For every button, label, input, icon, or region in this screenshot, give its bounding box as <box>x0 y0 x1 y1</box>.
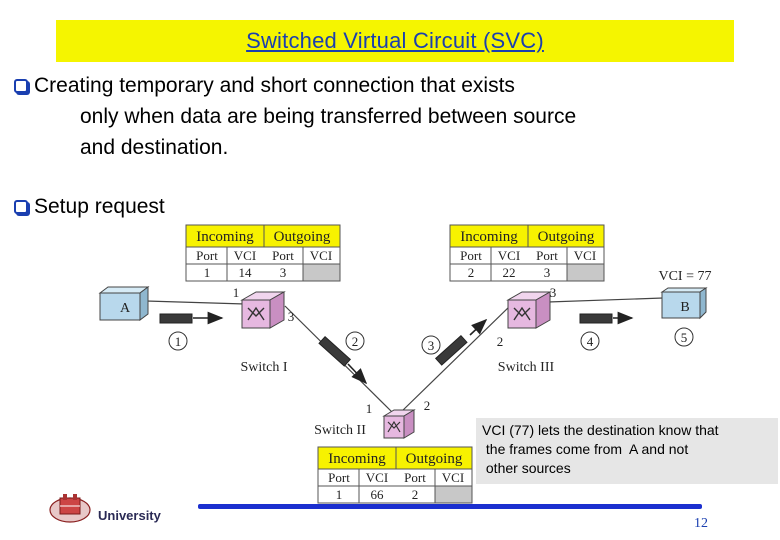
port-s2-in: 1 <box>366 401 373 416</box>
title-bar: Switched Virtual Circuit (SVC) <box>56 20 734 62</box>
table-blank-cell <box>434 485 473 504</box>
frame-4 <box>579 311 634 325</box>
step-circle-5: 5 <box>674 327 694 347</box>
col-vci: VCI <box>442 470 464 485</box>
bullet-text-line2: only when data are being transferred bet… <box>80 105 577 128</box>
step-number: 3 <box>428 338 435 353</box>
port-s3-out: 3 <box>550 285 557 300</box>
table-blank-cell <box>566 263 605 282</box>
bullet-setup: Setup request <box>14 191 165 222</box>
frame-3 <box>434 318 488 366</box>
col-port: Port <box>328 470 350 485</box>
port-s2-out: 2 <box>424 398 431 413</box>
cell-in-port: 2 <box>468 265 475 280</box>
switch3 <box>506 291 552 329</box>
col-port: Port <box>196 248 218 263</box>
footer-divider <box>198 504 702 509</box>
col-vci: VCI <box>234 248 256 263</box>
header-outgoing: Outgoing <box>274 229 331 245</box>
bullet-text-line1: Creating temporary and short connection … <box>34 74 515 97</box>
switch2-table: Incoming Outgoing Port VCI Port VCI 1 66… <box>317 446 473 504</box>
cell-in-vci: 66 <box>371 487 385 502</box>
slide-title: Switched Virtual Circuit (SVC) <box>246 28 544 53</box>
cell-in-port: 1 <box>204 265 211 280</box>
step-number: 5 <box>681 330 688 345</box>
header-outgoing: Outgoing <box>406 451 463 467</box>
bullet-creating: Creating temporary and short connection … <box>14 70 714 163</box>
col-vci: VCI <box>498 248 520 263</box>
bullet-text-line3: and destination. <box>80 136 229 159</box>
col-port: Port <box>272 248 294 263</box>
switch3-table: Incoming Outgoing Port VCI Port VCI 2 22… <box>449 224 605 282</box>
step-number: 2 <box>352 334 359 349</box>
switch1-table: Incoming Outgoing Port VCI Port VCI 1 14… <box>185 224 341 282</box>
port-s1-in: 1 <box>233 285 240 300</box>
step-circle-2: 2 <box>345 331 365 351</box>
step-number: 1 <box>175 334 182 349</box>
col-vci: VCI <box>574 248 596 263</box>
university-name: University <box>98 508 161 523</box>
table-blank-cell <box>302 263 341 282</box>
header-incoming: Incoming <box>328 451 386 467</box>
switch1 <box>240 291 286 329</box>
cell-out-port: 3 <box>544 265 551 280</box>
switch2 <box>382 409 416 439</box>
note-line2: the frames come from A and not <box>482 441 689 457</box>
note-line1: VCI (77) lets the destination know that <box>482 422 719 438</box>
bullet-checkbox-icon <box>14 200 28 214</box>
cell-in-vci: 22 <box>503 265 516 280</box>
col-port: Port <box>536 248 558 263</box>
bullet-text-setup: Setup request <box>34 195 165 218</box>
host-a-label: A <box>120 301 131 316</box>
col-port: Port <box>404 470 426 485</box>
cell-out-port: 3 <box>280 265 287 280</box>
vci-label: VCI = 77 <box>658 269 711 284</box>
header-incoming: Incoming <box>196 229 254 245</box>
col-port: Port <box>460 248 482 263</box>
col-vci: VCI <box>310 248 332 263</box>
host-b-label: B <box>680 300 689 315</box>
switch2-label: Switch II <box>314 423 366 438</box>
cell-out-port: 2 <box>412 487 419 502</box>
cell-in-port: 1 <box>336 487 343 502</box>
step-number: 4 <box>587 334 594 349</box>
switch3-label: Switch III <box>498 360 555 375</box>
step-circle-3: 3 <box>421 335 441 355</box>
port-s1-out: 3 <box>288 309 295 324</box>
vci-explanation-note: VCI (77) lets the destination know that … <box>476 418 778 484</box>
note-line3: other sources <box>482 460 571 476</box>
frame-2 <box>318 335 368 385</box>
bullet-checkbox-icon <box>14 79 28 93</box>
step-circle-4: 4 <box>580 331 600 351</box>
header-incoming: Incoming <box>460 229 518 245</box>
port-s3-in: 2 <box>497 334 504 349</box>
host-a: A <box>98 286 150 321</box>
frame-1 <box>159 311 224 325</box>
step-circle-1: 1 <box>168 331 188 351</box>
col-vci: VCI <box>366 470 388 485</box>
cell-in-vci: 14 <box>239 265 253 280</box>
switch1-label: Switch I <box>240 360 287 375</box>
university-logo-icon <box>49 494 91 523</box>
host-b: B <box>660 287 708 320</box>
header-outgoing: Outgoing <box>538 229 595 245</box>
page-number: 12 <box>694 516 708 531</box>
